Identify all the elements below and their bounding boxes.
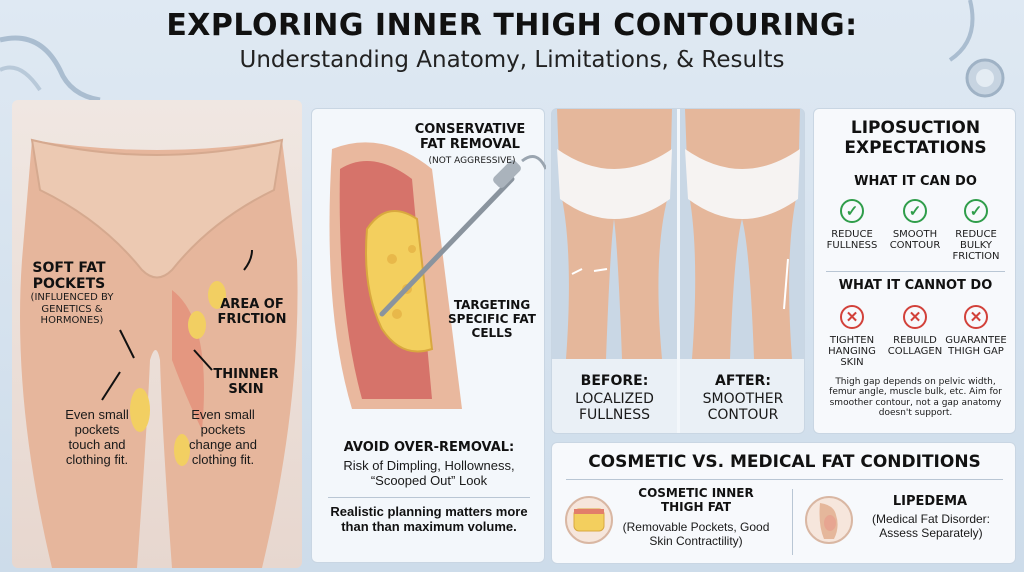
not-aggressive-note: (NOT AGGRESSIVE) [428, 156, 516, 166]
after-text: SMOOTHER CONTOUR [702, 391, 784, 424]
before-caption-box [552, 359, 677, 433]
legs-illustration [20, 138, 298, 568]
check-icon: ✓ [964, 199, 988, 223]
procedure-panel: CONSERVATIVE FAT REMOVAL (NOT AGGRESSIVE… [311, 108, 546, 563]
avoid-over-removal-text: Risk of Dimpling, Hollowness, “Scooped O… [343, 458, 515, 488]
left-leg-caption: Even small pockets touch and clothing fi… [65, 407, 129, 467]
lipedema-text: (Medical Fat Disorder: Assess Separately… [871, 512, 991, 540]
conditions-vertical-divider [792, 489, 793, 555]
expectations-divider [826, 271, 1005, 272]
check-icon: ✓ [840, 199, 864, 223]
can-item: REDUCE BULKY FRICTION [952, 229, 1000, 262]
conditions-title: COSMETIC VS. MEDICAL FAT CONDITIONS [588, 452, 981, 472]
cosmetic-fat-text: (Removable Pockets, Good Skin Contractil… [622, 520, 770, 548]
anatomy-arrows [101, 249, 253, 401]
cosmetic-fat-icon [565, 496, 613, 544]
can-item: REDUCE FULLNESS [826, 229, 878, 251]
page-title: EXPLORING INNER THIGH CONTOURING: [166, 8, 858, 43]
thinner-skin-label: THINNER SKIN [213, 367, 279, 397]
after-image [680, 109, 804, 359]
before-after-panel: BEFORE: LOCALIZED FULLNESS AFTER: SMOOTH… [551, 108, 805, 434]
procedure-divider [328, 497, 530, 498]
right-leg-caption: Even small pockets change and clothing f… [189, 407, 257, 467]
stethoscope-left-decoration [0, 35, 101, 103]
cross-icon: ✕ [903, 305, 927, 329]
soft-fat-pockets-note: (INFLUENCED BY GENETICS & HORMONES) [30, 292, 114, 326]
cross-icon: ✕ [964, 305, 988, 329]
cannot-item: TIGHTEN HANGING SKIN [828, 335, 876, 368]
cross-icon: ✕ [840, 305, 864, 329]
expectations-panel: LIPOSUCTION EXPECTATIONS WHAT IT CAN DO … [813, 108, 1016, 434]
cannot-do-title: WHAT IT CANNOT DO [838, 278, 993, 293]
page-header: EXPLORING INNER THIGH CONTOURING: Unders… [0, 8, 1024, 73]
after-caption-box [680, 359, 804, 433]
lipedema-icon [805, 496, 853, 544]
stethoscope-right-decoration [948, 0, 1005, 98]
page-subtitle: Understanding Anatomy, Limitations, & Re… [239, 47, 785, 73]
thigh-cross-section-illustration [329, 142, 546, 410]
avoid-over-removal-title: AVOID OVER-REMOVAL: [343, 440, 515, 455]
area-of-friction-label: AREA OF FRICTION [217, 297, 287, 327]
soft-fat-pockets-label: SOFT FAT POCKETS [32, 260, 106, 293]
anatomy-panel: SOFT FAT POCKETS (INFLUENCED BY GENETICS… [12, 100, 302, 568]
targeting-fat-cells-label: TARGETING SPECIFIC FAT CELLS [448, 298, 536, 340]
conditions-divider [566, 479, 1003, 480]
conservative-fat-removal-title: CONSERVATIVE FAT REMOVAL [414, 122, 526, 152]
cannot-item: REBUILD COLLAGEN [887, 335, 943, 357]
before-after-divider [677, 109, 680, 433]
cannot-item: GUARANTEE THIGH GAP [945, 335, 1007, 357]
realistic-planning-text: Realistic planning matters more than tha… [330, 504, 528, 534]
cosmetic-fat-title: COSMETIC INNER THIGH FAT [638, 486, 754, 514]
can-do-title: WHAT IT CAN DO [854, 174, 977, 189]
conditions-panel: COSMETIC VS. MEDICAL FAT CONDITIONS COSM… [551, 442, 1016, 564]
before-image [552, 109, 677, 359]
before-text: LOCALIZED FULLNESS [575, 391, 654, 424]
expectations-title: LIPOSUCTION EXPECTATIONS [844, 118, 987, 158]
check-icon: ✓ [903, 199, 927, 223]
can-item: SMOOTH CONTOUR [889, 229, 941, 251]
after-title: AFTER: [715, 373, 771, 389]
thigh-gap-note: Thigh gap depends on pelvic width, femur… [829, 377, 1002, 419]
lipedema-title: LIPEDEMA [892, 494, 968, 509]
before-title: BEFORE: [580, 373, 649, 389]
